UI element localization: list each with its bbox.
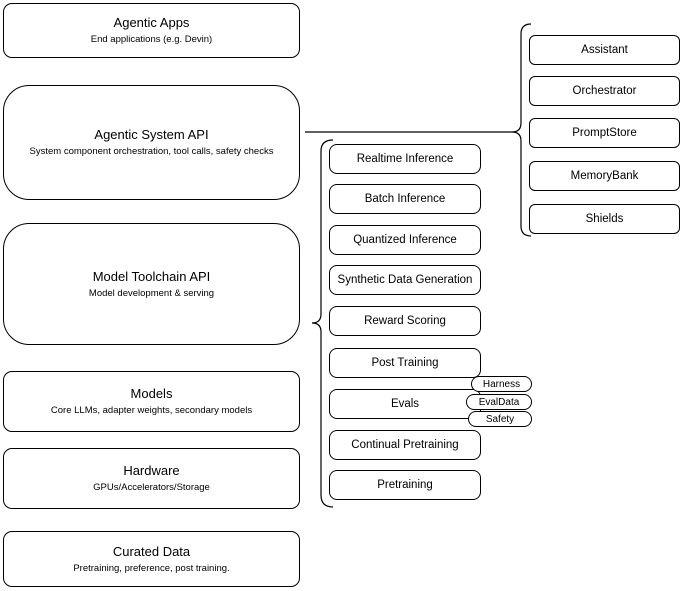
toolchain-item-label: Reward Scoring xyxy=(364,315,446,327)
box-subtitle: System component orchestration, tool cal… xyxy=(29,146,274,157)
box-subtitle: Model development & serving xyxy=(88,287,215,299)
system-component-label: Orchestrator xyxy=(572,85,637,97)
system-component-label: Assistant xyxy=(581,44,628,56)
system-component-label: MemoryBank xyxy=(570,170,639,182)
evals-tag-label: Safety xyxy=(485,413,515,425)
box-hardware: Hardware GPUs/Accelerators/Storage xyxy=(3,448,300,509)
system-component-promptstore: PromptStore xyxy=(529,118,680,148)
toolchain-item-continual-pretraining: Continual Pretraining xyxy=(329,430,481,460)
box-title: Models xyxy=(130,386,173,401)
box-title: Agentic System API xyxy=(94,127,209,142)
system-components-brace xyxy=(511,23,532,237)
box-subtitle: Core LLMs, adapter weights, secondary mo… xyxy=(50,405,253,416)
box-title: Agentic Apps xyxy=(113,15,190,30)
box-subtitle: Pretraining, preference, post training. xyxy=(73,562,230,574)
toolchain-brace xyxy=(311,139,334,508)
toolchain-item-label: Batch Inference xyxy=(364,193,446,205)
box-subtitle: End applications (e.g. Devin) xyxy=(90,34,213,45)
evals-tag-label: EvalData xyxy=(478,396,520,408)
system-component-assistant: Assistant xyxy=(529,35,680,65)
box-title: Hardware xyxy=(123,463,180,478)
system-component-label: Shields xyxy=(585,213,624,225)
toolchain-item-reward-scoring: Reward Scoring xyxy=(329,306,481,336)
evals-tag-safety: Safety xyxy=(468,411,532,427)
evals-tag-harness: Harness xyxy=(471,376,532,392)
toolchain-item-label: Continual Pretraining xyxy=(351,439,459,451)
system-component-shields: Shields xyxy=(529,204,680,234)
toolchain-item-label: Evals xyxy=(390,398,420,410)
box-agentic-apps: Agentic Apps End applications (e.g. Devi… xyxy=(3,3,300,58)
toolchain-item-label: Synthetic Data Generation xyxy=(337,274,473,286)
system-component-orchestrator: Orchestrator xyxy=(529,76,680,106)
box-models: Models Core LLMs, adapter weights, secon… xyxy=(3,371,300,432)
system-component-label: PromptStore xyxy=(572,127,637,139)
toolchain-item-label: Quantized Inference xyxy=(353,234,457,246)
toolchain-item-label: Pretraining xyxy=(377,479,433,491)
box-curated-data: Curated Data Pretraining, preference, po… xyxy=(3,531,300,587)
box-title: Curated Data xyxy=(112,543,191,559)
toolchain-item-pretraining: Pretraining xyxy=(329,470,481,500)
evals-tag-evaldata: EvalData xyxy=(466,394,532,410)
box-subtitle: GPUs/Accelerators/Storage xyxy=(93,482,210,493)
toolchain-item-label: Realtime Inference xyxy=(356,153,454,165)
box-model-toolchain-api: Model Toolchain API Model development & … xyxy=(3,223,300,345)
toolchain-item-realtime-inference: Realtime Inference xyxy=(329,144,481,174)
box-agentic-system-api: Agentic System API System component orch… xyxy=(3,85,300,200)
box-title: Model Toolchain API xyxy=(92,268,211,284)
toolchain-item-batch-inference: Batch Inference xyxy=(329,184,481,214)
toolchain-item-post-training: Post Training xyxy=(329,348,481,378)
toolchain-item-synthetic-data-generation: Synthetic Data Generation xyxy=(329,265,481,295)
toolchain-item-label: Post Training xyxy=(371,357,439,369)
toolchain-item-quantized-inference: Quantized Inference xyxy=(329,225,481,255)
evals-tag-label: Harness xyxy=(482,378,521,390)
toolchain-item-evals: Evals xyxy=(329,389,481,419)
system-component-memorybank: MemoryBank xyxy=(529,161,680,191)
